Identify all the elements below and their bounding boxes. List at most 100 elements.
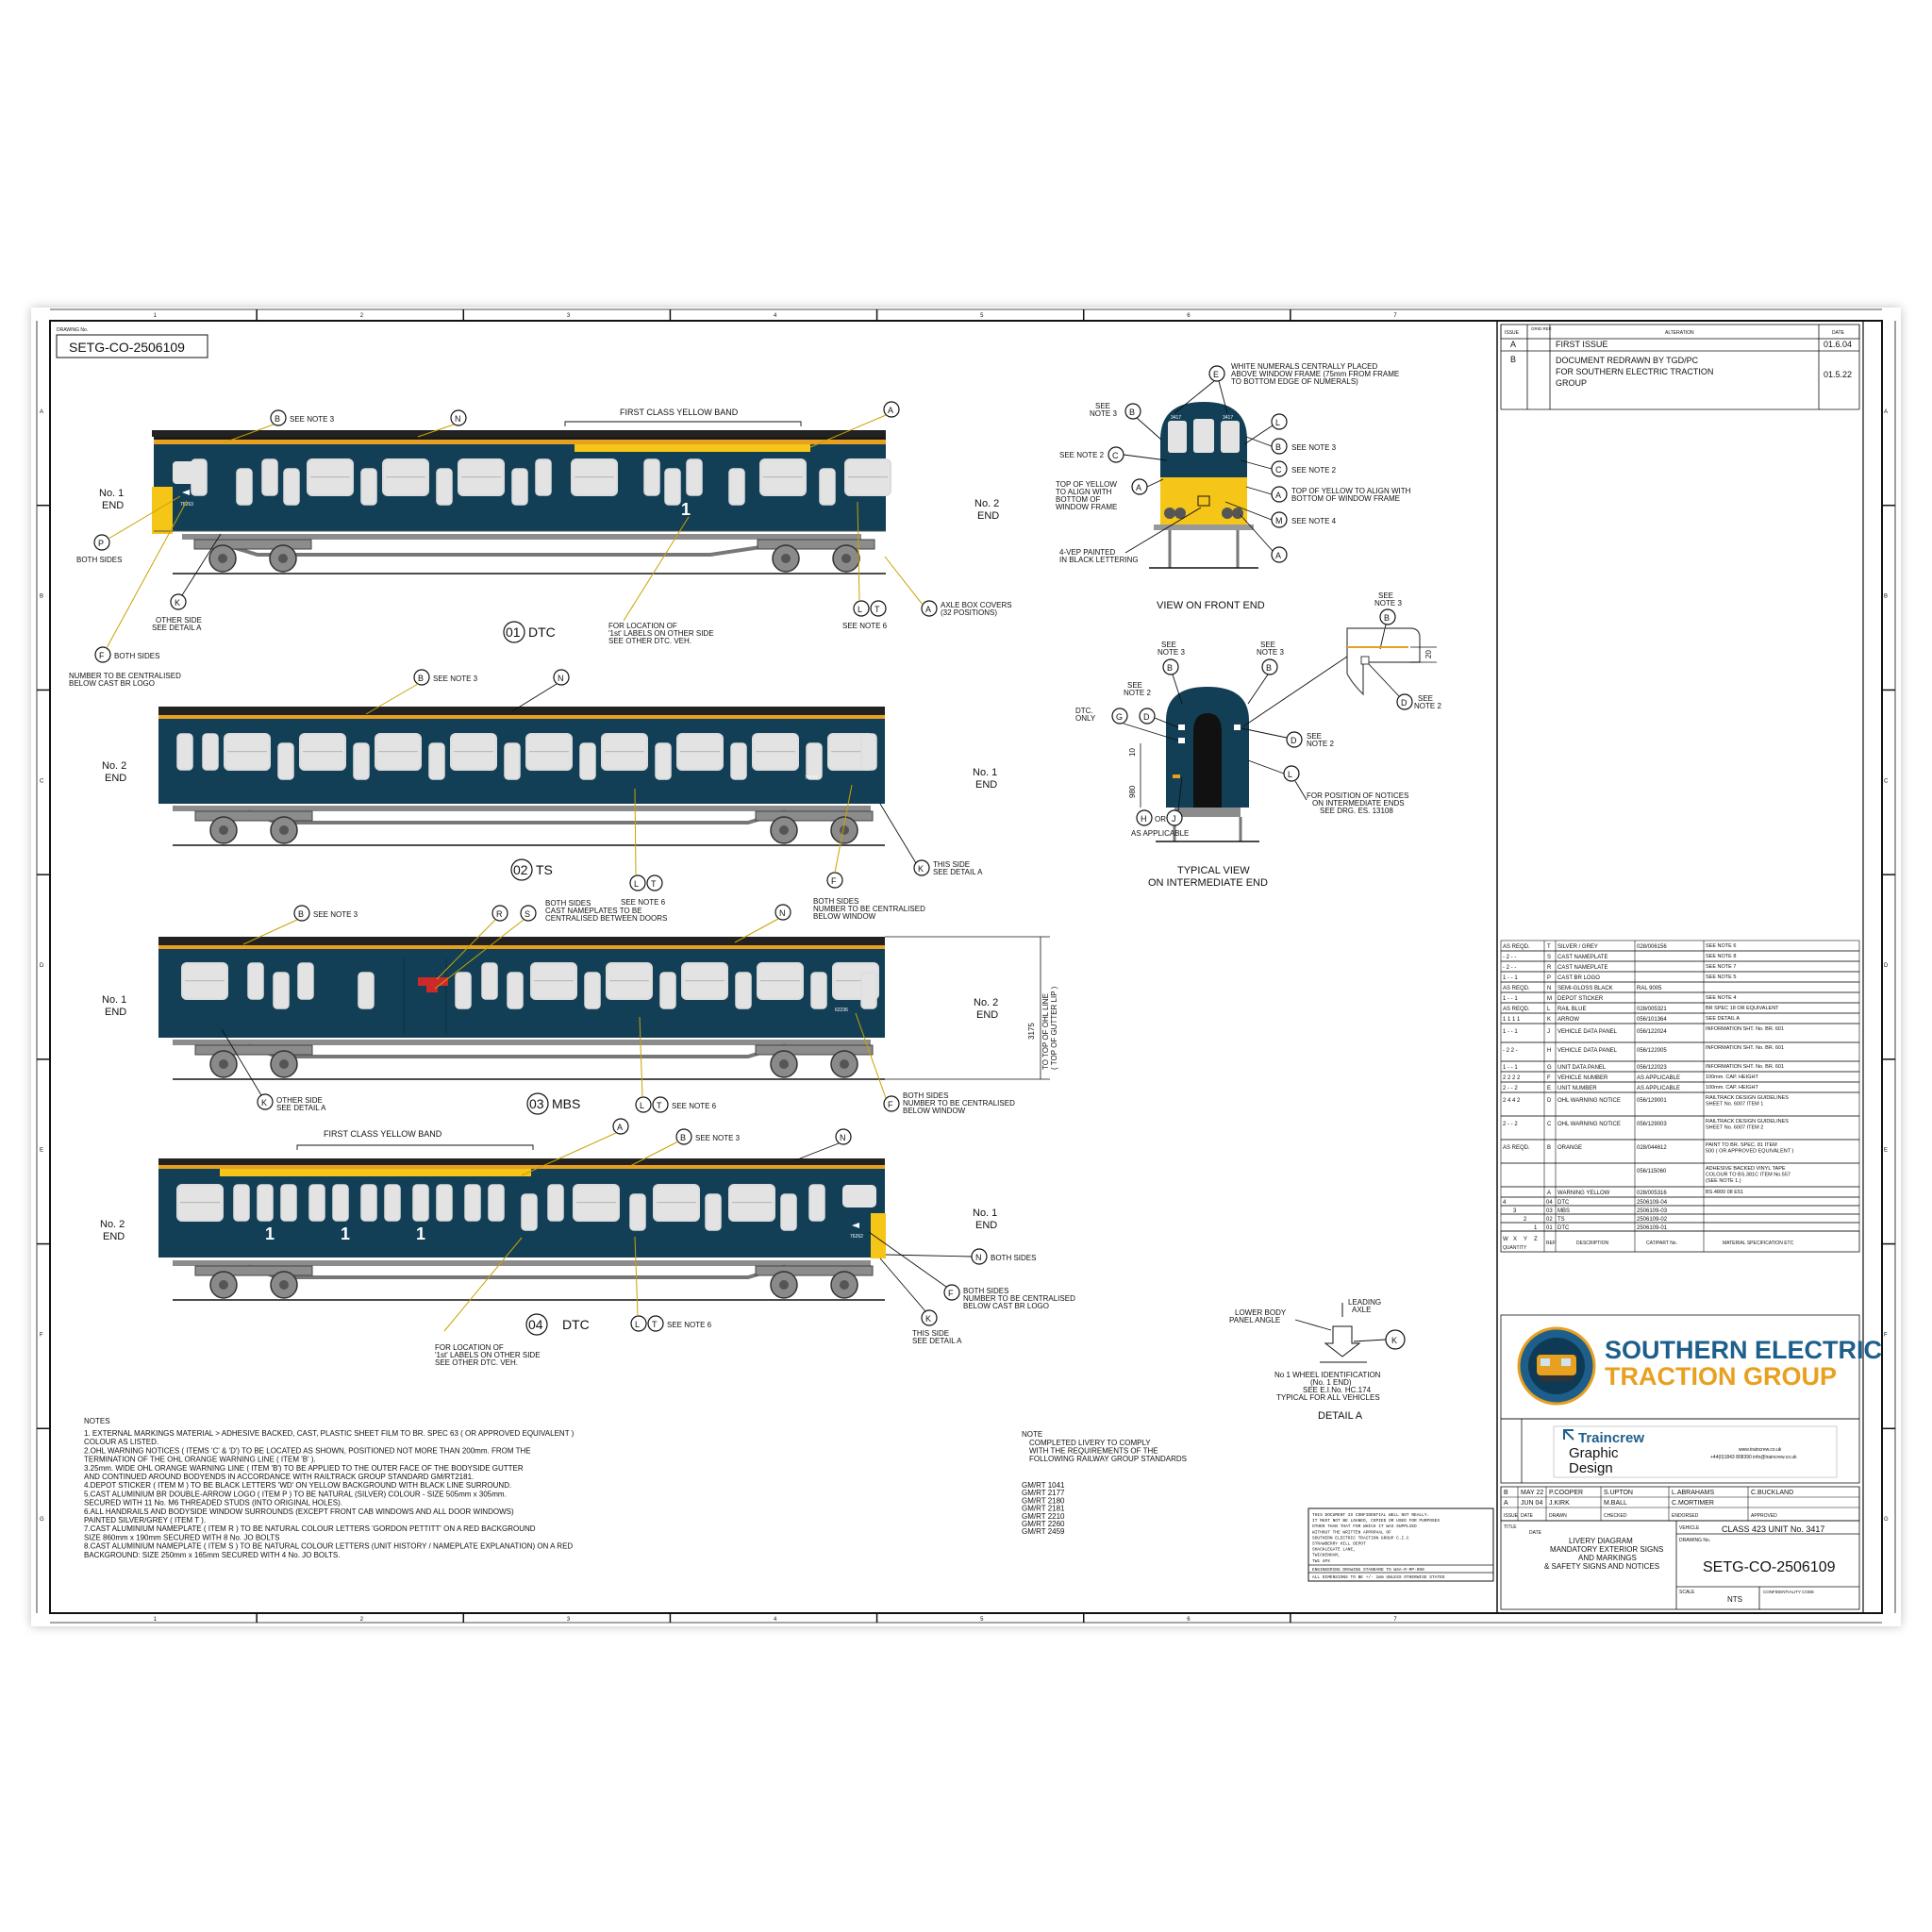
parts-desc: SEMI-GLOSS BLACK xyxy=(1557,986,1613,991)
parts-cat: AS APPLICABLE xyxy=(1637,1086,1680,1091)
svg-text:L: L xyxy=(1288,770,1292,779)
dtc4-left-end-1: No. 2 xyxy=(100,1219,125,1230)
conf-line: SOUTHERN ELECTRIC TRACTION GROUP C.I.C xyxy=(1312,1535,1409,1541)
grid-col-bottom: 4 xyxy=(774,1617,777,1623)
traincrew-3: Design xyxy=(1569,1460,1613,1476)
svg-text:P: P xyxy=(98,539,104,548)
note2-line: FOLLOWING RAILWAY GROUP STANDARDS xyxy=(1029,1455,1187,1463)
parts-spec: SEE DETAIL A xyxy=(1706,1016,1740,1022)
vehicle-part-cat: 2506109-03 xyxy=(1637,1208,1668,1214)
front-end-view: 3417 3417 xyxy=(1149,402,1258,569)
mbs-f-note-1: BOTH SIDES xyxy=(903,1091,948,1100)
rev-a-text: FIRST ISSUE xyxy=(1556,340,1607,349)
front-b-right: SEE NOTE 3 xyxy=(1291,443,1337,452)
dtc4-location-note-2: '1st' LABELS ON OTHER SIDE xyxy=(435,1351,541,1359)
scale-value: NTS xyxy=(1727,1595,1742,1604)
dtc4-class-numeral-3: 1 xyxy=(416,1224,425,1243)
parts-spec: SEE NOTE 4 xyxy=(1706,995,1736,1001)
vehicle-part-desc: DTC xyxy=(1557,1225,1570,1231)
ts-see-note-3: SEE NOTE 3 xyxy=(433,675,478,683)
mbs-see-note-3: SEE NOTE 3 xyxy=(313,910,358,919)
rev-a-date: 01.6.04 xyxy=(1824,340,1852,349)
signoff-header: CHECKED xyxy=(1604,1513,1627,1519)
parts-cat: 056/129001 xyxy=(1637,1098,1667,1104)
parts-spec: INFORMATION SHT. No. BR. 601 xyxy=(1706,1064,1784,1070)
svg-text:N: N xyxy=(840,1133,846,1142)
signoff-approved: C.BUCKLAND xyxy=(1751,1490,1793,1496)
callout-f xyxy=(883,1095,900,1112)
note-line: 4.DEPOT STICKER ( ITEM M ) TO BE BLACK L… xyxy=(84,1481,511,1490)
vehicle-part-qty: 3 xyxy=(1513,1208,1517,1214)
callout-p xyxy=(93,534,110,551)
detail-a-leading-2: AXLE xyxy=(1352,1306,1371,1314)
parts-qty: 2 2 2 2 xyxy=(1503,1075,1521,1081)
front-a-note-3: BOTTOM OF xyxy=(1056,495,1101,504)
callout-n xyxy=(553,669,570,686)
parts-desc: CAST NAMEPLATE xyxy=(1557,965,1607,971)
signoff-header: APPROVED xyxy=(1751,1513,1777,1519)
callout-b xyxy=(270,409,287,426)
svg-text:K: K xyxy=(261,1098,267,1108)
parts-qty: 1 - - 1 xyxy=(1503,1065,1518,1071)
svg-text:L: L xyxy=(1275,418,1280,427)
title-circle-01 xyxy=(503,621,525,643)
drawing-no-top: SETG-CO-2506109 xyxy=(69,340,185,355)
parts-qty: - 2 - - xyxy=(1503,965,1516,971)
parts-qty: AS REQD. xyxy=(1503,1145,1530,1151)
grid-row-right: A xyxy=(1884,409,1888,415)
confidentiality-box: ENGINEERING DRAWING STANDARD TO WSA-R-MP… xyxy=(1307,1507,1494,1582)
parts-cat: 028/005316 xyxy=(1637,1191,1667,1196)
note-line: 8.CAST ALUMINIUM NAMEPLATE ( ITEM S ) TO… xyxy=(84,1542,573,1551)
callout-k xyxy=(257,1093,274,1110)
parts-row xyxy=(1500,1115,1860,1141)
rev-b-date: 01.5.22 xyxy=(1824,370,1852,379)
front-numerals-note-1: WHITE NUMERALS CENTRALLY PLACED xyxy=(1231,362,1378,371)
parts-ref: S xyxy=(1547,955,1551,960)
signoff-date: JUN 04 xyxy=(1521,1500,1542,1507)
grid-row-right: B xyxy=(1884,594,1888,600)
front-a-note-4: WINDOW FRAME xyxy=(1056,503,1117,511)
qty-col-letter: W xyxy=(1503,1237,1508,1242)
inter-hj-note: AS APPLICABLE xyxy=(1131,829,1189,838)
rev-header-alteration: ALTERATION xyxy=(1665,330,1694,336)
drawing-number-box: DRAWING No. SETG-CO-2506109 xyxy=(56,327,208,358)
parts-desc: RAIL BLUE xyxy=(1557,1007,1586,1012)
parts-qty: AS REQD. xyxy=(1503,944,1530,950)
conf-line: OTHER THAN THAT FOR WHICH IT WAS SUPPLIE… xyxy=(1312,1524,1417,1529)
parts-desc: SILVER / GREY xyxy=(1557,944,1598,950)
vehicle-part-desc: MBS xyxy=(1557,1208,1570,1214)
dtc4-f-note-3: BELOW CAST BR LOGO xyxy=(963,1302,1049,1310)
dtc1-location-note-3: SEE OTHER DTC. VEH. xyxy=(608,637,691,645)
grid-row-right: D xyxy=(1884,963,1889,969)
title-circle-03 xyxy=(526,1092,549,1115)
conf-line: WITHOUT THE WRITTEN APPROVAL OF xyxy=(1312,1529,1391,1535)
grid-col-bottom: 6 xyxy=(1187,1617,1191,1623)
grid-col-bottom: 2 xyxy=(360,1617,364,1623)
inter-hj-or: OR xyxy=(1155,815,1166,824)
signoff-endorsed: C.MORTIMER xyxy=(1672,1500,1714,1507)
parts-row xyxy=(1500,950,1860,962)
parts-qty: 1 - - 1 xyxy=(1503,1029,1518,1035)
traincrew-phone: +44(0)1843 808390 info@traincrew.co.uk xyxy=(1710,1455,1797,1460)
grid-col-top: 4 xyxy=(774,313,777,319)
front-a-note-1: TOP OF YELLOW xyxy=(1056,480,1117,489)
vehicle-part-cat: 2506109-02 xyxy=(1637,1217,1668,1223)
dtc1-k-note-1: OTHER SIDE xyxy=(156,616,202,625)
callout-t xyxy=(870,600,887,617)
intermediate-end-view xyxy=(1156,687,1259,842)
parts-ref: T xyxy=(1547,944,1551,950)
svg-text:B: B xyxy=(275,414,280,424)
detail-a: LOWER BODY PANEL ANGLE LEADING AXLE K No… xyxy=(1229,1298,1406,1422)
conf-code-label: CONFIDENTIALITY CODE xyxy=(1763,1590,1814,1594)
svg-text:D: D xyxy=(1291,736,1297,745)
parts-desc: ARROW xyxy=(1557,1017,1579,1023)
parts-row xyxy=(1500,1186,1860,1198)
seg-line-1: SOUTHERN ELECTRIC xyxy=(1605,1336,1882,1364)
dtc4-class-numeral-2: 1 xyxy=(341,1224,350,1243)
detail-d-note-1: SEE xyxy=(1418,694,1433,703)
